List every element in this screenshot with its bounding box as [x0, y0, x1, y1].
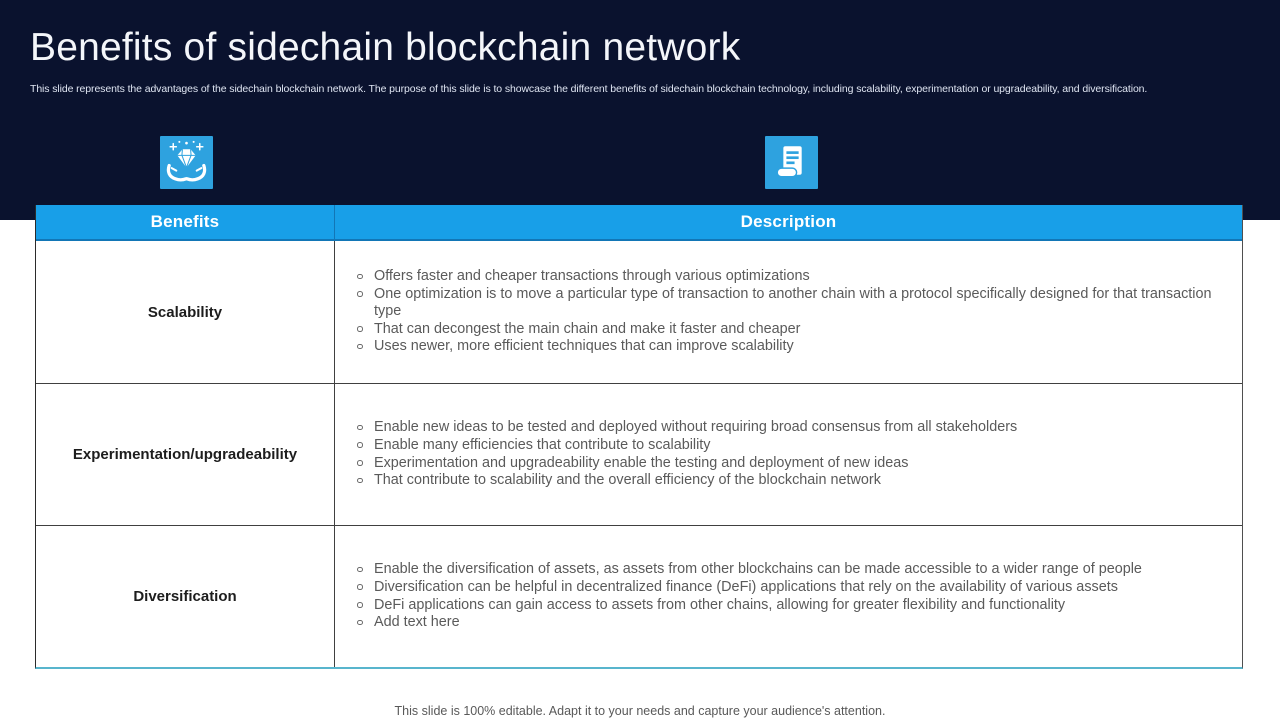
bullet-item: Enable many efficiencies that contribute… [346, 437, 1212, 455]
bullet-item: Experimentation and upgradeability enabl… [346, 455, 1212, 473]
diamond-in-hands-icon [160, 136, 213, 189]
benefits-table: Benefits Description Scalability Offers … [35, 205, 1243, 669]
bullet-list: Offers faster and cheaper transactions t… [346, 268, 1212, 356]
scroll-document-icon [765, 136, 818, 189]
editable-note: This slide is 100% editable. Adapt it to… [394, 704, 886, 718]
diamond-in-hands-glyph [166, 140, 207, 182]
description-cell: Enable new ideas to be tested and deploy… [335, 384, 1242, 525]
column-header-benefits: Benefits [36, 205, 335, 239]
description-cell: Enable the diversification of assets, as… [335, 526, 1242, 667]
column-header-description: Description [740, 212, 837, 231]
benefit-label: Scalability [36, 241, 335, 383]
page-title: Benefits of sidechain blockchain network [30, 26, 741, 69]
page-subtitle: This slide represents the advantages of … [30, 83, 1148, 95]
table-row-diversification: Diversification Enable the diversificati… [36, 525, 1242, 667]
bullet-item: Enable the diversification of assets, as… [346, 561, 1212, 579]
table-header-row: Benefits Description [36, 205, 1242, 241]
bullet-item: DeFi applications can gain access to ass… [346, 597, 1212, 615]
bullet-item: Diversification can be helpful in decent… [346, 579, 1212, 597]
bullet-item: Uses newer, more efficient techniques th… [346, 338, 1212, 356]
description-cell: Offers faster and cheaper transactions t… [335, 241, 1242, 383]
bullet-item: Enable new ideas to be tested and deploy… [346, 419, 1212, 437]
bullet-item: Add text here [346, 614, 1212, 632]
table-row-scalability: Scalability Offers faster and cheaper tr… [36, 241, 1242, 383]
bullet-item: That can decongest the main chain and ma… [346, 321, 1212, 339]
benefit-label: Diversification [36, 526, 335, 667]
bullet-list: Enable new ideas to be tested and deploy… [346, 419, 1212, 489]
bullet-item: Offers faster and cheaper transactions t… [346, 268, 1212, 286]
bullet-item: That contribute to scalability and the o… [346, 472, 1212, 490]
bullet-list: Enable the diversification of assets, as… [346, 561, 1212, 631]
scroll-document-glyph [776, 146, 802, 178]
header-band: Benefits of sidechain blockchain network… [0, 0, 1280, 220]
bullet-item: One optimization is to move a particular… [346, 286, 1212, 321]
benefit-label: Experimentation/upgradeability [36, 384, 335, 525]
table-row-experimentation: Experimentation/upgradeability Enable ne… [36, 383, 1242, 525]
